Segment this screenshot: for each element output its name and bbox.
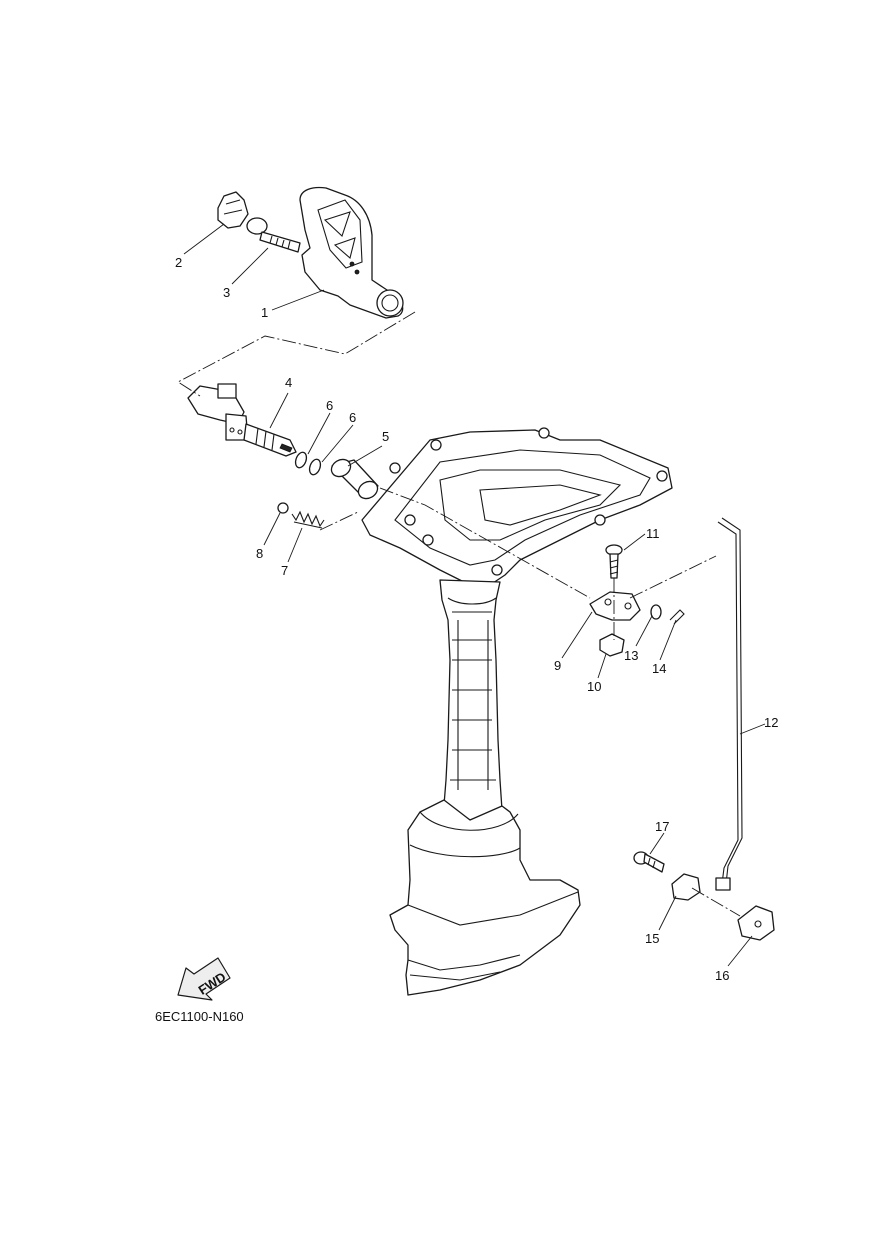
part-3-bolt (246, 217, 301, 253)
label-part-5: 5 (382, 429, 389, 444)
label-part-14: 14 (652, 661, 666, 676)
part-9-bracket (589, 591, 641, 621)
assembly-line-clamp (691, 887, 741, 917)
assembly-line-spring (319, 511, 359, 531)
assembly-line-shaft (379, 487, 591, 599)
assembly-line-handle (177, 311, 416, 397)
label-part-4: 4 (285, 375, 292, 390)
label-part-9: 9 (554, 658, 561, 673)
part-8-ball (277, 502, 289, 514)
label-part-1: 1 (261, 305, 268, 320)
part-16-holder (737, 905, 775, 941)
part-labels: 1 2 3 4 5 6 6 7 8 9 10 11 12 13 14 15 16… (175, 255, 778, 983)
label-part-7: 7 (281, 563, 288, 578)
label-part-17: 17 (655, 819, 669, 834)
label-part-6b: 6 (349, 410, 356, 425)
label-part-10: 10 (587, 679, 601, 694)
label-part-13: 13 (624, 648, 638, 663)
label-part-2: 2 (175, 255, 182, 270)
part-10-nut (599, 633, 625, 657)
part-2-clip (217, 191, 249, 229)
fwd-arrow-icon: FWD (177, 957, 231, 1001)
part-1-handle (299, 186, 404, 319)
label-part-15: 15 (645, 931, 659, 946)
upper-casing (361, 427, 673, 996)
label-part-16: 16 (715, 968, 729, 983)
part-15-clamp (671, 873, 701, 901)
part-17-screw (633, 851, 665, 873)
part-11-bolt (605, 544, 623, 579)
part-13-washer (650, 604, 662, 620)
label-part-8: 8 (256, 546, 263, 561)
part-6-o-rings (294, 451, 322, 476)
label-part-12: 12 (764, 715, 778, 730)
leader-lines (183, 223, 766, 967)
label-part-11: 11 (646, 526, 660, 541)
assembly-line-rod (629, 555, 717, 599)
part-7-spring (291, 510, 325, 529)
part-14-pin (669, 609, 685, 625)
part-4-shaft-assembly (187, 383, 297, 457)
diagram-code: 6EC1100-N160 (155, 1009, 244, 1024)
part-5-bushing (330, 458, 379, 500)
part-12-rod (715, 517, 743, 891)
label-part-3: 3 (223, 285, 230, 300)
label-part-6a: 6 (326, 398, 333, 413)
